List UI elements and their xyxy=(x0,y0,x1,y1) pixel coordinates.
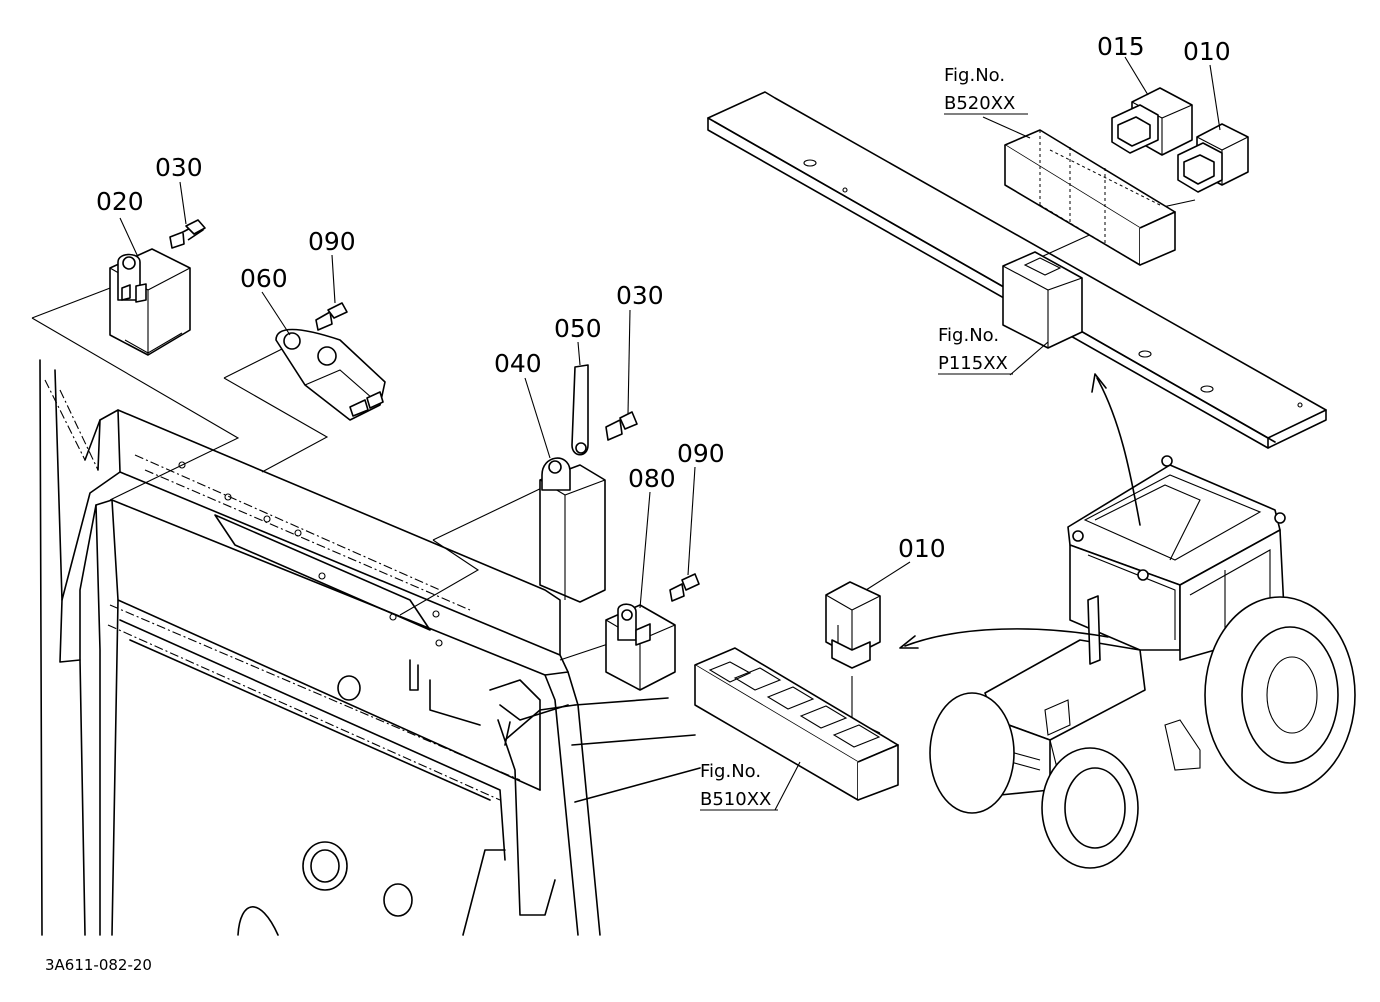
fig-ref-b520-prefix: Fig.No. xyxy=(944,65,1005,86)
fig-ref-b520-code: B520XX xyxy=(944,93,1015,114)
fuse-box-b520 xyxy=(1004,129,1176,266)
cab-frame xyxy=(39,359,701,936)
callout-040: 040 xyxy=(494,349,542,378)
callout-060: 060 xyxy=(240,264,288,293)
fuse-box-b510 xyxy=(694,647,899,801)
relay-060 xyxy=(275,328,386,421)
bolt-030-mid xyxy=(605,411,638,441)
callout-010-mid: 010 xyxy=(898,534,946,563)
callout-010-top: 010 xyxy=(1183,37,1231,66)
bolt-090-lower xyxy=(669,573,700,602)
fig-ref-b510-prefix: Fig.No. xyxy=(700,761,761,782)
strap-050 xyxy=(571,364,589,456)
callout-020: 020 xyxy=(96,187,144,216)
connector-015 xyxy=(1111,87,1193,156)
relay-010-mid xyxy=(825,581,881,669)
relay-020 xyxy=(109,248,191,356)
callout-leaders xyxy=(119,56,1221,811)
fig-ref-p115-prefix: Fig.No. xyxy=(938,325,999,346)
bolt-030-left xyxy=(169,219,206,249)
callout-030-left: 030 xyxy=(155,153,203,182)
fig-ref-b510-code: B510XX xyxy=(700,789,771,810)
callout-labels: 015 010 030 020 090 060 050 030 040 090 … xyxy=(96,32,1231,563)
callout-030-mid: 030 xyxy=(616,281,664,310)
callout-050: 050 xyxy=(554,314,602,343)
callout-090-upper: 090 xyxy=(308,227,356,256)
callout-090-lower: 090 xyxy=(677,439,725,468)
timer-040 xyxy=(539,457,606,603)
fig-ref-p115-code: P115XX xyxy=(938,353,1008,374)
callout-015: 015 xyxy=(1097,32,1145,61)
frame-rail-p115 xyxy=(707,91,1327,449)
bolt-090-upper xyxy=(315,302,348,331)
connector-010-top xyxy=(1177,123,1249,193)
tractor-illustration xyxy=(899,373,1356,869)
relay-080 xyxy=(605,603,676,691)
callout-080: 080 xyxy=(628,464,676,493)
figure-references: Fig.No. B520XX Fig.No. P115XX Fig.No. B5… xyxy=(700,65,1028,811)
drawing-code: 3A611-082-20 xyxy=(45,956,152,974)
